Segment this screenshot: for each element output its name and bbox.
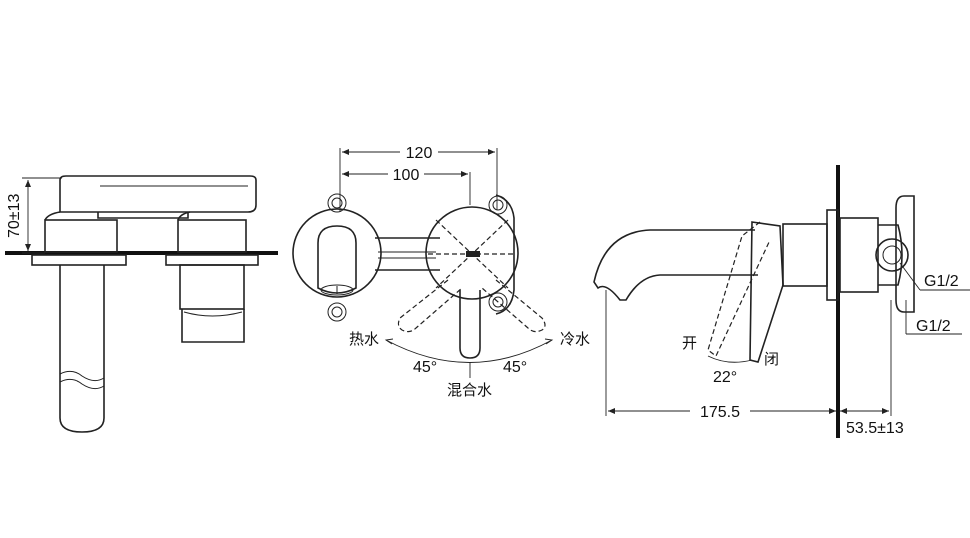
width-100-label: 100	[393, 167, 420, 184]
connector	[878, 224, 903, 286]
open-label: 开	[682, 334, 697, 352]
left-angle-label: 45°	[413, 359, 437, 376]
left-screw-bottom	[327, 302, 347, 322]
inlet-fitting	[875, 238, 909, 272]
inlet-plate	[895, 195, 915, 313]
spout-body	[44, 219, 118, 253]
spout-length-label: 175.5	[700, 404, 740, 421]
cartridge-end	[181, 309, 245, 343]
lever-open-position	[707, 221, 771, 357]
left-flange	[31, 254, 127, 266]
mixed-water-label: 混合水	[447, 381, 492, 399]
width-120-label: 120	[406, 145, 433, 162]
right-angle-label: 45°	[503, 359, 527, 376]
upper-thread-label: G1/2	[924, 273, 959, 290]
lever-hot-position	[397, 279, 463, 333]
hot-water-label: 热水	[349, 330, 379, 348]
close-label: 闭	[764, 350, 779, 368]
spout-escutcheon	[292, 208, 382, 298]
spout-profile	[593, 229, 758, 301]
tilt-angle-label: 22°	[713, 369, 737, 386]
valve-escutcheon	[425, 206, 519, 300]
valve-housing	[59, 175, 257, 213]
front-view: 120 100	[292, 145, 590, 399]
right-screw-bottom	[488, 292, 508, 312]
lever-cold-position	[481, 279, 546, 333]
right-flange	[165, 254, 259, 266]
rotation-arc	[385, 339, 553, 363]
spout-outlet	[317, 225, 357, 294]
left-screw-top	[327, 193, 347, 213]
lever-handle	[459, 290, 481, 359]
valve-flange	[495, 194, 515, 315]
valve-body	[177, 219, 247, 253]
cold-water-label: 冷水	[560, 330, 590, 348]
mounting-box	[839, 217, 879, 293]
lever-profile	[749, 221, 784, 363]
escutcheon-profile	[826, 209, 839, 301]
spout-pipe	[59, 265, 105, 433]
profile-view: G1/2 G1/2 开 闭 22° 175.5 53.5±13	[593, 165, 970, 438]
height-dimension-label: 70±13	[6, 194, 23, 238]
side-view: 70±13	[5, 175, 278, 433]
cartridge-sleeve	[179, 264, 245, 310]
housing-slot	[97, 212, 189, 219]
wall-depth-label: 53.5±13	[846, 420, 904, 437]
tilt-arc	[707, 355, 753, 363]
logo-mark	[466, 251, 480, 257]
valve-body-profile	[782, 223, 828, 287]
lower-thread-label: G1/2	[916, 318, 951, 335]
